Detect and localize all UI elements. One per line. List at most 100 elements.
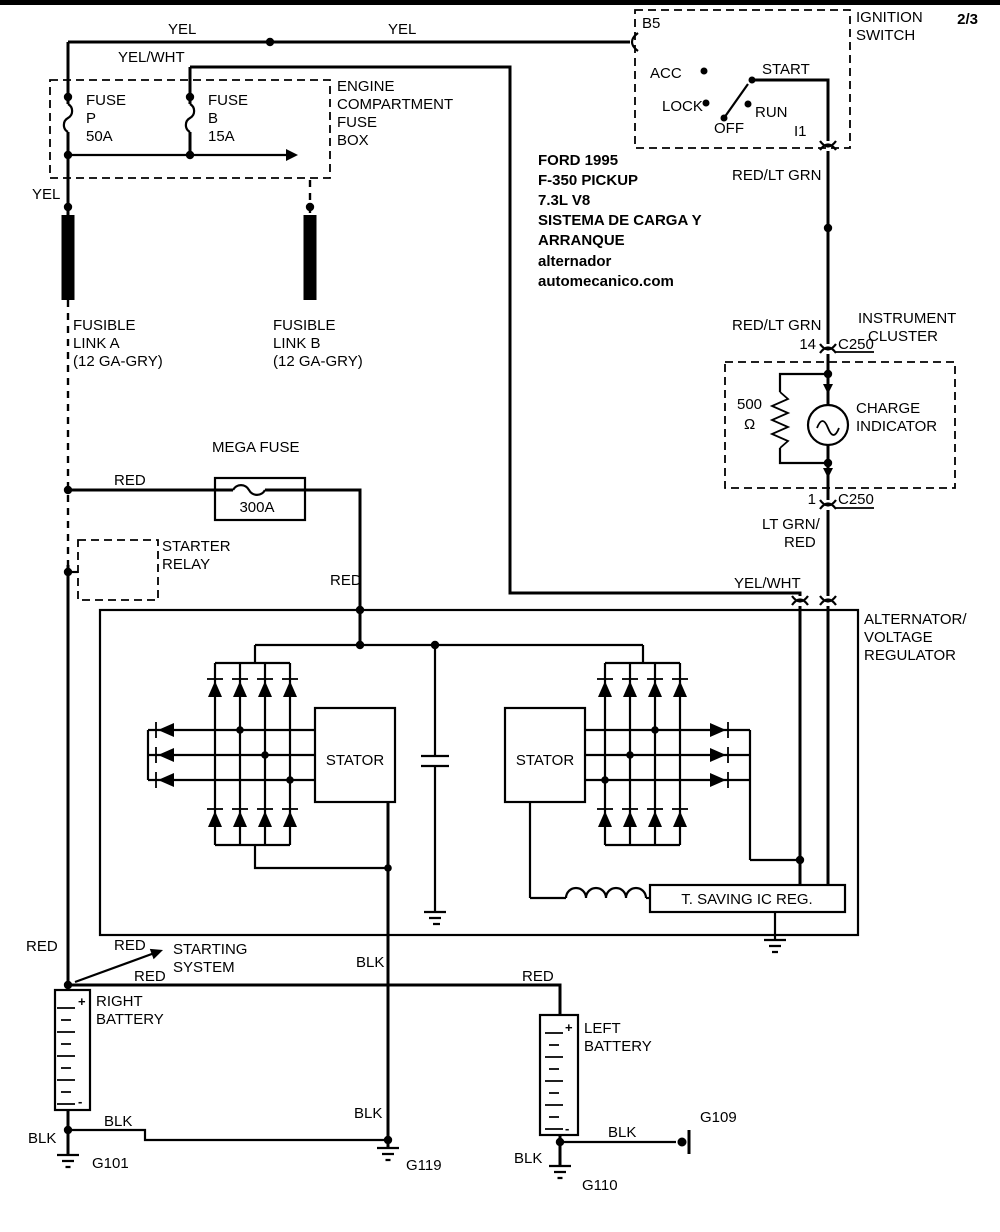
current-arrow-icon [823, 468, 833, 478]
stator-right-label: STATOR [516, 752, 575, 769]
labels: 2/3 YEL YEL YEL/WHT YEL IGNITION SWITCH … [26, 9, 978, 1194]
wire-label-yelwht-2: YEL/WHT [734, 575, 801, 592]
wire-label-redltgrn-2: RED/LT GRN [732, 317, 821, 334]
regulator-title-2: VOLTAGE [864, 629, 933, 646]
wire-label-yelwht-1: YEL/WHT [118, 49, 185, 66]
regulator-title-1: ALTERNATOR/ [864, 611, 967, 628]
stator-phase-wires [146, 722, 800, 862]
fusible-link-b-label-3: (12 GA-GRY) [273, 353, 363, 370]
page-top-border [0, 0, 1000, 5]
b5-connector-icon [630, 32, 639, 52]
fusebox-title-4: BOX [337, 132, 369, 149]
wire-label-blk-3: BLK [104, 1113, 132, 1130]
component-boxes [49, 9, 956, 601]
yelwht-connector-icon [791, 595, 809, 606]
field-coil-icon [564, 886, 648, 899]
alternator-regulator [98, 608, 860, 1148]
ignition-switch-outline [634, 9, 851, 149]
wire-label-red-6: RED [522, 968, 554, 985]
fuse-b-label-2: B [208, 110, 218, 127]
left-rectifier-diodes [207, 678, 298, 827]
left-battery [538, 1013, 580, 1137]
wire-label-blk-1: BLK [356, 954, 384, 971]
regulator-title-3: REGULATOR [864, 647, 956, 664]
fusebox-title-3: FUSE [337, 114, 377, 131]
switch-arm [723, 83, 749, 119]
ground-icon-g101 [57, 1153, 79, 1169]
wire-label-ltgrnred-1: LT GRN/ [762, 516, 821, 533]
ignition-pin-b5: B5 [642, 15, 660, 32]
ground-icon-g119 [377, 1146, 399, 1162]
ignition-pos-lock: LOCK [662, 98, 703, 115]
resistor-icon [769, 391, 791, 449]
wire-label-ltgrnred-2: RED [784, 534, 816, 551]
wire-label-redltgrn-1: RED/LT GRN [732, 167, 821, 184]
fuse-feed-arrow [286, 149, 298, 161]
left-battery-plus: + [565, 1020, 573, 1035]
ignition-title-1: IGNITION [856, 9, 923, 26]
info-line-6: alternador [538, 253, 612, 270]
ground-icon-g109 [677, 1137, 687, 1147]
wire-label-blk-4: BLK [354, 1105, 382, 1122]
info-line-5: ARRANQUE [538, 232, 625, 249]
fusebox-title-1: ENGINE [337, 78, 395, 95]
wire-label-red-2: RED [330, 572, 362, 589]
fusible-link-a-label-2: LINK A [73, 335, 120, 352]
left-battery-label-1: LEFT [584, 1020, 621, 1037]
info-line-1: FORD 1995 [538, 152, 618, 169]
fusible-link-b-label-1: FUSIBLE [273, 317, 336, 334]
mega-fuse-outline [213, 476, 307, 522]
ignition-pos-start: START [762, 61, 810, 78]
resistor-value: 500 [737, 396, 762, 413]
right-battery-label-1: RIGHT [96, 993, 143, 1010]
ground-label-g101: G101 [92, 1155, 129, 1172]
info-line-7: automecanico.com [538, 273, 674, 290]
charge-indicator-lamp-icon [806, 403, 850, 447]
lamp-filament [816, 420, 840, 436]
ignition-switch-internals [630, 32, 837, 151]
regulator-connectors [791, 595, 837, 885]
wire-label-blk-2: BLK [28, 1130, 56, 1147]
c250-upper-connector-icon [819, 343, 837, 354]
ignition-pos-acc: ACC [650, 65, 682, 82]
starting-system-wire [74, 949, 161, 984]
fusible-link-a-symbol [61, 215, 75, 300]
connector-c250-lower: C250 [838, 491, 874, 508]
ground-icon [424, 910, 446, 926]
stator-right-box [503, 706, 587, 804]
page-number: 2/3 [957, 11, 978, 28]
ground-label-g109: G109 [700, 1109, 737, 1126]
right-battery-label-2: BATTERY [96, 1011, 164, 1028]
right-battery [53, 988, 92, 1112]
info-line-3: 7.3L V8 [538, 192, 590, 209]
ignition-title-2: SWITCH [856, 27, 915, 44]
wire-label-red-5: RED [134, 968, 166, 985]
fusible-links [61, 180, 317, 985]
fusible-link-b-label-2: LINK B [273, 335, 321, 352]
starter-relay-label-1: STARTER [162, 538, 231, 555]
fusebox-title-2: COMPARTMENT [337, 96, 453, 113]
wire-label-yel-3: YEL [32, 186, 60, 203]
right-rectifier-diodes [597, 678, 688, 827]
info-line-2: F-350 PICKUP [538, 172, 638, 189]
info-line-4: SISTEMA DE CARGA Y [538, 212, 702, 229]
mega-fuse-rating: 300A [239, 499, 274, 516]
wire-label-red-3: RED [26, 938, 58, 955]
i1-connector-icon [819, 140, 837, 151]
wire-label-red-1: RED [114, 472, 146, 489]
c250-lower-connector-icon [819, 499, 837, 510]
left-battery-label-2: BATTERY [584, 1038, 652, 1055]
ground-icon [764, 938, 786, 954]
connector-c250-upper: C250 [838, 336, 874, 353]
cluster-title-2: CLUSTER [868, 328, 938, 345]
fusible-link-a-label-3: (12 GA-GRY) [73, 353, 163, 370]
junction-dots [63, 37, 833, 1147]
fuse-b-label-3: 15A [208, 128, 235, 145]
fuse-p-label-3: 50A [86, 128, 113, 145]
stator-left-box [313, 706, 397, 804]
ground-label-g110: G110 [582, 1177, 618, 1194]
ignition-pos-run: RUN [755, 104, 788, 121]
mega-fuse-title: MEGA FUSE [212, 439, 300, 456]
charge-indicator-label-1: CHARGE [856, 400, 920, 417]
